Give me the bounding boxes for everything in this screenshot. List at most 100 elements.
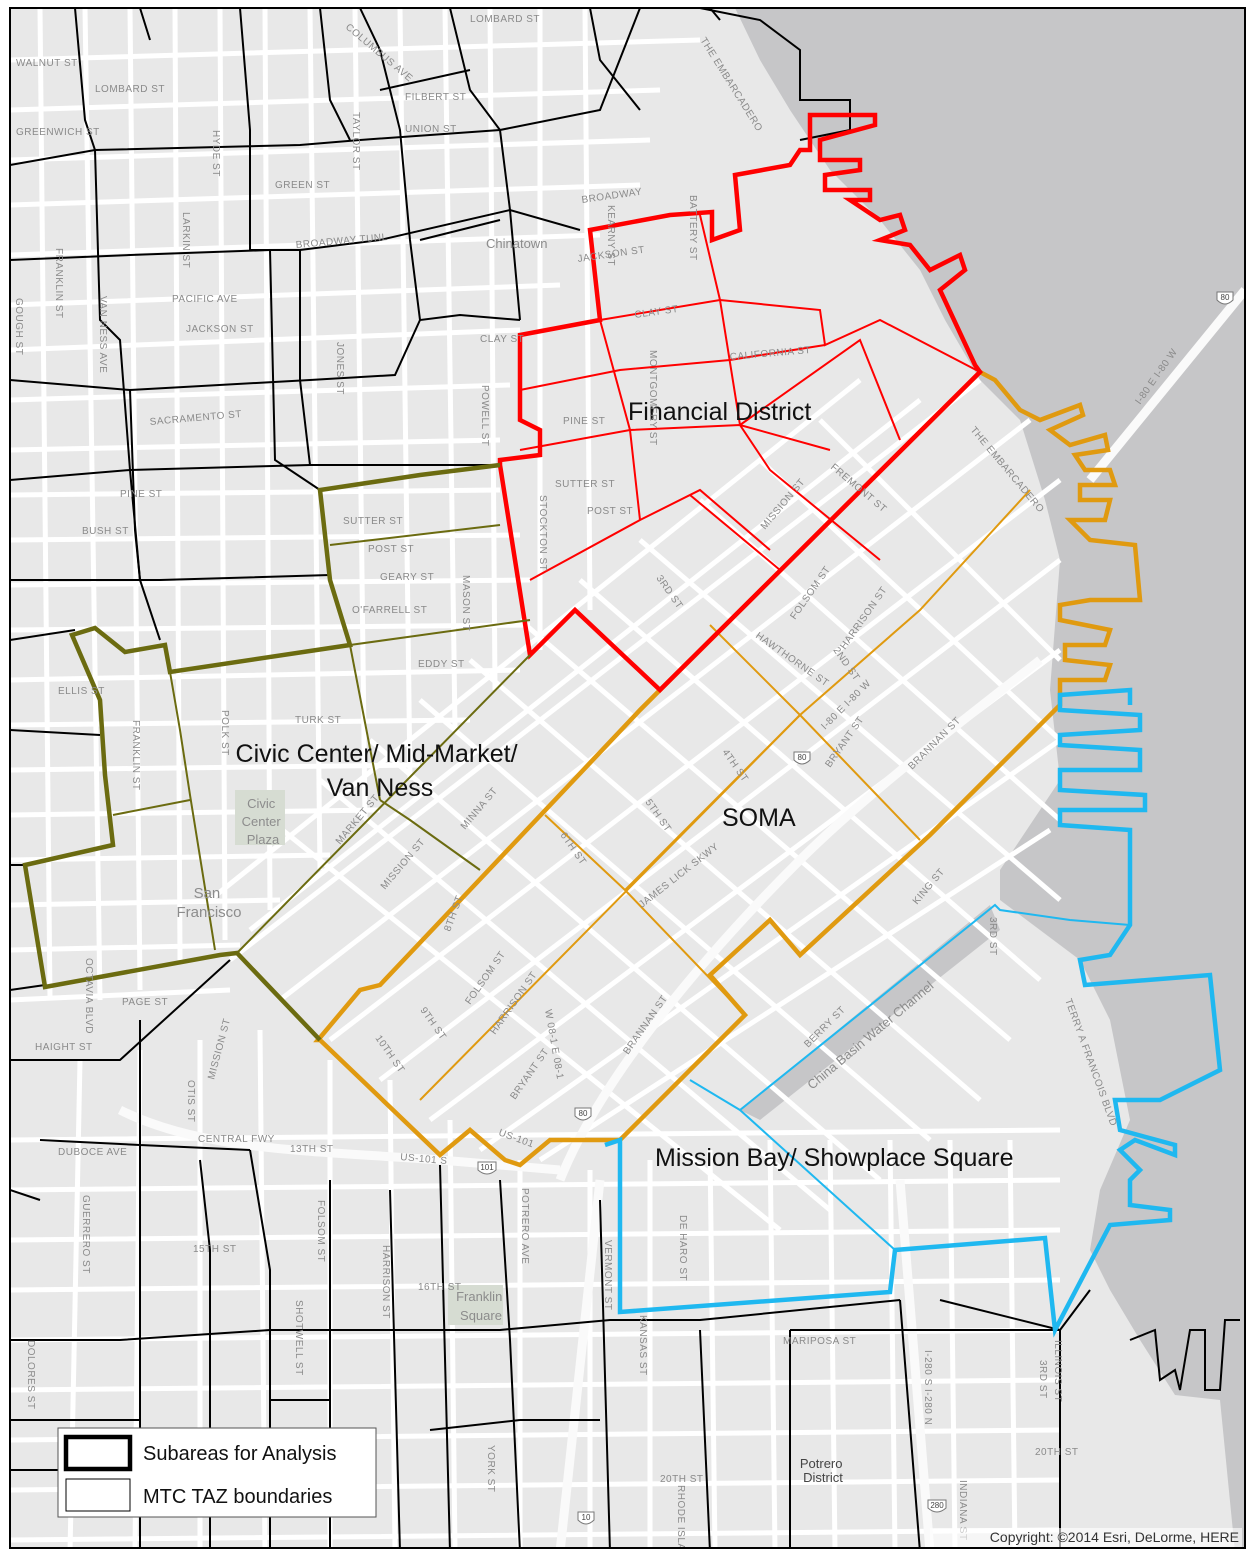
street-label: PINE ST xyxy=(120,489,162,500)
street-label: JACKSON ST xyxy=(186,324,254,335)
street-label: ELLIS ST xyxy=(58,686,105,697)
svg-text:280: 280 xyxy=(930,1501,944,1510)
street-label: RHODE ISLAND ST xyxy=(675,1485,686,1552)
svg-text:80: 80 xyxy=(579,1109,588,1118)
street-label: O'FARRELL ST xyxy=(352,605,427,616)
freeways xyxy=(117,287,1245,1548)
street-label: VERMONT ST xyxy=(602,1240,613,1310)
street-label: POWELL ST xyxy=(479,385,490,446)
subarea-soma xyxy=(313,369,1143,1168)
street-label: 20TH ST xyxy=(660,1474,704,1485)
street-label: YORK ST xyxy=(485,1445,496,1492)
street-label: STOCKTON ST xyxy=(537,495,548,571)
china-basin-water xyxy=(740,905,1000,1120)
street-label: GUERRERO ST xyxy=(80,1195,91,1274)
subarea-financial xyxy=(497,112,983,694)
street-label: GREENWICH ST xyxy=(16,127,100,138)
street-label: POST ST xyxy=(587,506,633,517)
legend-swatch-subareas xyxy=(63,1434,133,1472)
svg-text:101: 101 xyxy=(480,1163,494,1172)
street-label: OCTAVIA BLVD xyxy=(83,958,94,1034)
civic-center-plaza xyxy=(235,790,285,845)
legend-label-subareas: Subareas for Analysis xyxy=(143,1443,336,1465)
street-label: MARIPOSA ST xyxy=(783,1336,856,1347)
legend-swatch-taz xyxy=(65,1478,131,1512)
street-label: PACIFIC AVE xyxy=(172,294,238,305)
svg-text:10: 10 xyxy=(582,1513,591,1522)
street-label: MASON ST xyxy=(460,575,471,631)
label-missionbay: Mission Bay/ Showplace Square xyxy=(655,1144,1014,1172)
place-potrero-district: Potrero District xyxy=(800,1456,846,1485)
place-civic-center-plaza: Civic Center Plaza xyxy=(242,796,285,847)
shield-i80-soma: 80 xyxy=(793,751,811,765)
street-label: TAYLOR ST xyxy=(350,112,361,171)
street-label: HYDE ST xyxy=(210,130,221,177)
street-label: MONTGOMERY ST xyxy=(647,350,658,446)
map-frame xyxy=(9,7,1246,1549)
street-label: DOLORES ST xyxy=(25,1340,36,1409)
street-label: LOMBARD ST xyxy=(470,14,540,25)
street-label: ILLINOIS ST xyxy=(1052,1340,1063,1402)
street-label: TURK ST xyxy=(295,715,341,726)
street-label: 3RD ST xyxy=(1037,1360,1048,1399)
bay-water xyxy=(735,8,1245,1548)
street-label: 3RD ST xyxy=(987,917,998,956)
copyright-backdrop xyxy=(930,1528,1242,1547)
street-label: FRANKLIN ST xyxy=(130,720,141,791)
label-civic-line2: Van Ness xyxy=(327,774,434,802)
street-label: I-280 S I-280 N xyxy=(922,1350,933,1425)
street-label: SHOTWELL ST xyxy=(293,1300,304,1376)
street-label: HAIGHT ST xyxy=(35,1042,93,1053)
street-label: 13TH ST xyxy=(290,1144,334,1155)
street-label: BUSH ST xyxy=(82,526,129,537)
highway-shields: 80 80 101 80 280 10 xyxy=(477,291,1234,1525)
street-label: SUTTER ST xyxy=(343,516,403,527)
street-label: 15TH ST xyxy=(193,1244,237,1255)
legend: Subareas for Analysis MTC TAZ boundaries xyxy=(57,1427,377,1518)
street-label: LOMBARD ST xyxy=(95,84,165,95)
street-label: POLK ST xyxy=(219,710,230,756)
street-label: POST ST xyxy=(368,544,414,555)
label-civic: Civic Center/ Mid-Market/ Van Ness xyxy=(236,740,525,802)
street-label: GEARY ST xyxy=(380,572,434,583)
shield-us101-north: 10 xyxy=(577,1511,595,1525)
franklin-square xyxy=(448,1285,503,1325)
street-label: US-101 S xyxy=(400,1152,448,1167)
street-label: EDDY ST xyxy=(418,659,465,670)
street-label: JONES ST xyxy=(334,342,345,395)
subarea-civic xyxy=(22,462,531,1042)
street-label: CENTRAL FWY xyxy=(198,1134,275,1145)
street-label: OTIS ST xyxy=(185,1080,196,1122)
copyright-text: Copyright: ©2014 Esri, DeLorme, HERE xyxy=(990,1529,1239,1545)
street-label: GREEN ST xyxy=(275,180,330,191)
label-financial: Financial District xyxy=(628,398,811,426)
street-label: PAGE ST xyxy=(122,997,168,1008)
subarea-missionbay xyxy=(604,687,1223,1338)
place-chinatown: Chinatown xyxy=(486,236,547,251)
place-franklin-square: Franklin Square xyxy=(456,1289,506,1323)
street-label: DUBOCE AVE xyxy=(58,1147,127,1158)
shield-i80-east: 80 xyxy=(1216,291,1234,305)
street-label: FILBERT ST xyxy=(405,92,466,103)
legend-label-taz: MTC TAZ boundaries xyxy=(143,1486,332,1508)
street-grid xyxy=(10,8,1062,1548)
place-san-francisco: San Francisco xyxy=(176,885,241,921)
street-label: PINE ST xyxy=(563,416,605,427)
label-soma: SOMA xyxy=(722,804,796,832)
street-label: VAN NESS AVE xyxy=(97,296,108,373)
street-label: UNION ST xyxy=(405,124,457,135)
street-label: WALNUT ST xyxy=(16,58,78,69)
shield-i280: 280 xyxy=(927,1499,947,1513)
street-label: LARKIN ST xyxy=(180,212,191,268)
street-label: KANSAS ST xyxy=(637,1315,648,1376)
street-label: BATTERY ST xyxy=(687,195,698,261)
street-label: FOLSOM ST xyxy=(315,1200,326,1262)
street-label: GOUGH ST xyxy=(13,298,24,355)
street-label: DE HARO ST xyxy=(677,1215,688,1281)
street-label: FRANKLIN ST xyxy=(53,248,64,319)
svg-text:80: 80 xyxy=(798,753,807,762)
street-label: 20TH ST xyxy=(1035,1447,1079,1458)
svg-text:80: 80 xyxy=(1221,293,1230,302)
street-label: CLAY ST xyxy=(480,334,524,345)
